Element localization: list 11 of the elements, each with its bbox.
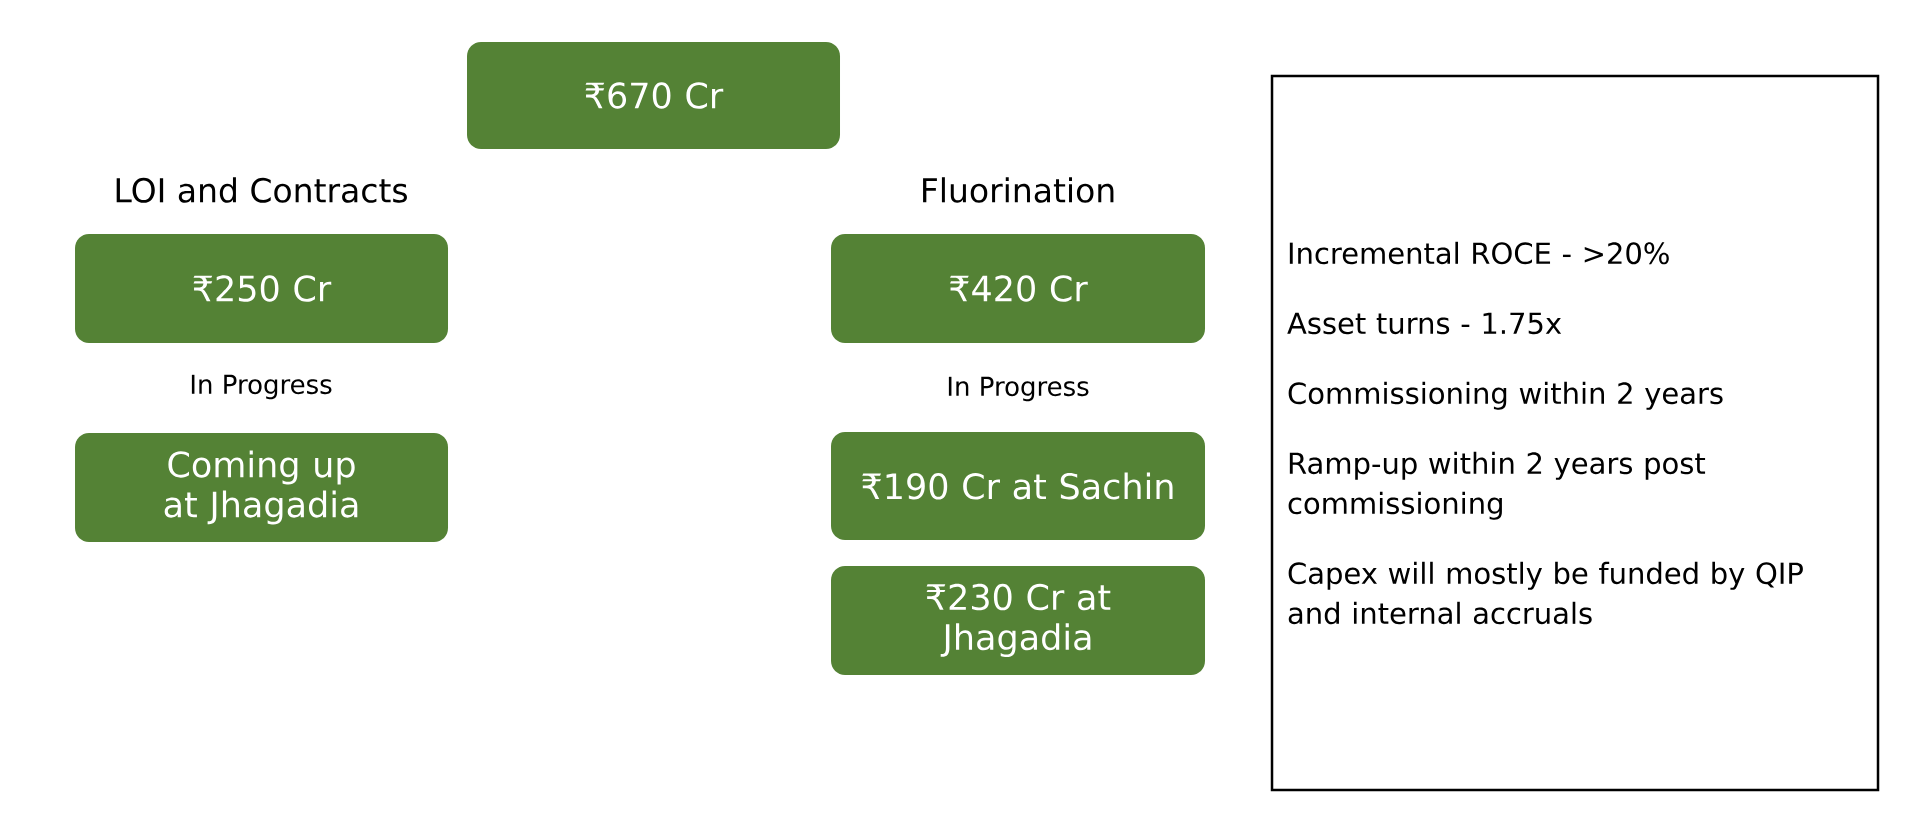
status-label: In Progress bbox=[948, 376, 1089, 402]
amount-box: Coming up at Jhagadia bbox=[75, 433, 448, 542]
amount-box: ₹670 Cr bbox=[467, 42, 840, 149]
amount-box: ₹190 Cr at Sachin bbox=[831, 432, 1205, 540]
amount-box: ₹420 Cr bbox=[831, 234, 1205, 343]
status-label: In Progress bbox=[191, 374, 332, 400]
section-heading: LOI and Contracts bbox=[116, 177, 407, 203]
amount-box: ₹250 Cr bbox=[75, 234, 448, 343]
amount-box: ₹230 Cr at Jhagadia bbox=[831, 566, 1205, 675]
section-heading: Fluorination bbox=[923, 177, 1114, 203]
notes-box: Incremental ROCE - >20% Asset turns - 1.75x Commissioning within 2 years Ramp-up within 2 years post commissioning Capex will mostly be funded by QIP and internal accruals bbox=[1270, 74, 1880, 792]
